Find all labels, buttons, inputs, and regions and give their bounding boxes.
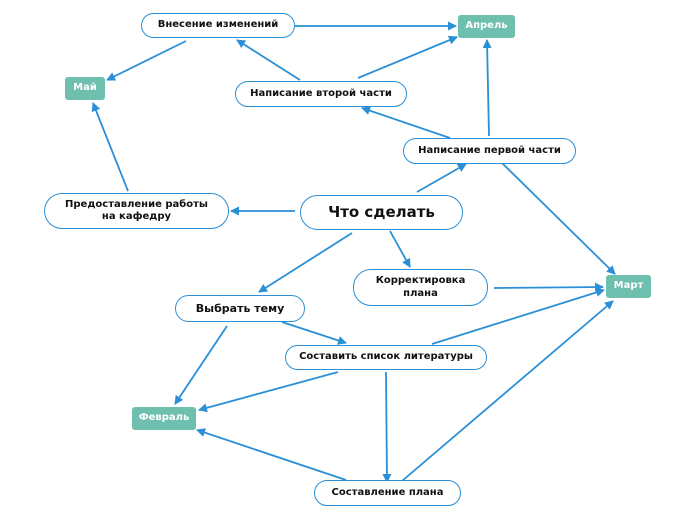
connector-pervaya-to-mart — [501, 162, 616, 275]
month-march-label: Март — [613, 280, 644, 292]
connector-spisok-to-mart — [431, 288, 605, 345]
task-napisanie-vtoroy-chasti-label: Написание второй части — [250, 87, 392, 99]
task-vnesenie-izmeneniy[interactable]: Внесение изменений — [141, 13, 295, 38]
connector-vybrat-to-spisok — [281, 321, 347, 345]
central-topic[interactable]: Что сделать — [300, 195, 463, 230]
connector-sostavlenie-to-fevral — [196, 428, 347, 481]
task-vybrat-temu-label: Выбрать тему — [195, 301, 285, 315]
connector-predostavlenie-to-may — [91, 102, 129, 192]
month-may[interactable]: Май — [65, 77, 105, 100]
task-spisok-literatury[interactable]: Составить список литературы — [285, 345, 487, 370]
connector-central-to-pervaya — [416, 163, 467, 193]
month-march[interactable]: Март — [606, 275, 651, 298]
connector-vtoraya-to-vnesenie — [236, 39, 301, 81]
connector-korrektirovka-to-mart — [493, 282, 604, 292]
connector-sostavlenie-to-mart — [401, 300, 614, 482]
task-korrektirovka-plana-label: Корректировка плана — [375, 275, 466, 299]
connector-vtoraya-to-aprel — [357, 35, 458, 79]
connector-spisok-to-fevral — [198, 371, 339, 413]
month-february[interactable]: Февраль — [132, 407, 196, 430]
connector-central-to-vybrat — [258, 232, 353, 293]
task-vnesenie-izmeneniy-label: Внесение изменений — [157, 19, 279, 31]
task-predostavlenie-raboty-label: Предоставление работы на кафедру — [65, 198, 208, 223]
connector-vnesenie-to-may — [106, 40, 187, 81]
task-spisok-literatury-label: Составить список литературы — [299, 351, 473, 363]
connector-pervaya-to-vtoraya — [361, 106, 451, 139]
task-napisanie-pervoy-chasti-label: Написание первой части — [418, 144, 561, 156]
month-april-label: Апрель — [465, 20, 508, 32]
task-sostavlenie-plana-label: Составление плана — [331, 486, 444, 498]
connector-pervaya-to-aprel — [482, 39, 492, 137]
task-sostavlenie-plana[interactable]: Составление плана — [314, 480, 461, 506]
connector-vybrat-to-fevral — [174, 325, 228, 405]
connector-spisok-to-sostavlenie — [382, 371, 392, 483]
month-april[interactable]: Апрель — [458, 15, 515, 38]
month-february-label: Февраль — [138, 412, 190, 424]
month-may-label: Май — [73, 82, 97, 94]
task-vybrat-temu[interactable]: Выбрать тему — [175, 295, 305, 322]
task-napisanie-vtoroy-chasti[interactable]: Написание второй части — [235, 81, 407, 107]
task-korrektirovka-plana[interactable]: Корректировка плана — [353, 269, 488, 306]
connector-central-to-korrektirovka — [389, 230, 411, 268]
task-napisanie-pervoy-chasti[interactable]: Написание первой части — [403, 138, 576, 164]
central-topic-label: Что сделать — [328, 203, 435, 222]
task-predostavlenie-raboty[interactable]: Предоставление работы на кафедру — [44, 193, 229, 229]
